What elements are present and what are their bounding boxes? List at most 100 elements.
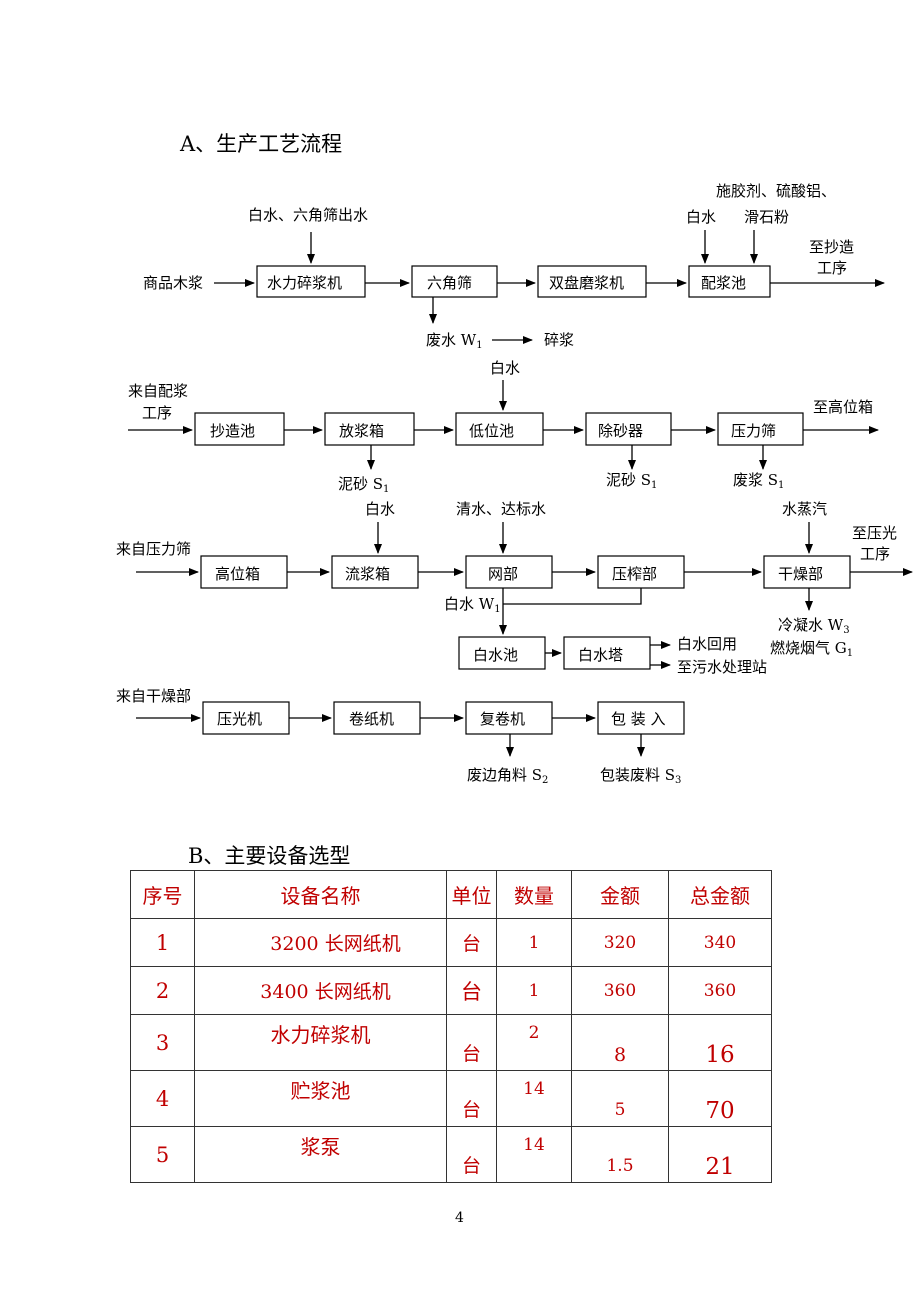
process-flow-diagram: 白水、六角筛出水 白水 施胶剂、硫酸铝、 滑石粉 商品木浆 水力碎浆机 六角筛 … — [116, 182, 913, 786]
table-row: 4 贮浆池 台 14 5 70 — [130, 1070, 772, 1127]
table-cell: 3 — [130, 1014, 195, 1071]
box-headbox-tank-label: 高位箱 — [215, 565, 260, 583]
table-cell: 台 — [446, 918, 497, 967]
table-cell: 2 — [496, 1014, 572, 1071]
header-cell: 总金额 — [668, 870, 772, 919]
table-cell: 台 — [446, 1070, 497, 1127]
header-cell: 序号 — [130, 870, 195, 919]
row1-output-a: 至抄造 — [809, 238, 854, 256]
table-cell: 21 — [668, 1126, 772, 1183]
table-cell: 14 — [496, 1070, 572, 1127]
section-a-title: A、生产工艺流程 — [180, 132, 343, 156]
box-whitewater-tower — [563, 636, 651, 670]
row3-output-a: 至压光 — [852, 524, 897, 542]
page-number: 4 — [455, 1210, 464, 1226]
box-packaging-label: 包 装 入 — [611, 710, 666, 728]
box-whitewater-pit-label: 白水池 — [473, 646, 518, 664]
row3-reuse: 白水回用 — [677, 635, 737, 653]
box-discharge-box-label: 放浆箱 — [339, 422, 384, 440]
table-cell: 360 — [668, 966, 772, 1015]
row2-source-b: 工序 — [142, 404, 172, 422]
box-desander — [585, 412, 672, 446]
box-rewinder — [465, 701, 553, 735]
table-cell: 8 — [571, 1014, 669, 1071]
box-pressure-screen-label: 压力筛 — [731, 422, 776, 440]
box-reel — [333, 701, 421, 735]
table-cell: 4 — [130, 1070, 195, 1127]
row3-output-b: 工序 — [860, 545, 890, 563]
table-cell: 360 — [571, 966, 669, 1015]
table-cell: 1 — [496, 966, 572, 1015]
table-row: 5 浆泵 台 14 1.5 21 — [130, 1126, 772, 1183]
row3-flue-gas: 燃烧烟气 G1 — [770, 639, 853, 659]
table-cell: 2 — [130, 966, 195, 1015]
table-row: 1 3200 长网纸机 台 1 320 340 — [130, 918, 772, 967]
box-pressure-screen — [717, 412, 804, 446]
row2-top-input: 白水 — [490, 359, 520, 377]
box-hex-screen-label: 六角筛 — [427, 274, 472, 292]
box-dryer-section-label: 干燥部 — [778, 565, 823, 583]
table-cell: 1 — [130, 918, 195, 967]
header-cell: 数量 — [496, 870, 572, 919]
row4-source: 来自干燥部 — [116, 687, 191, 705]
row1-top-input-2: 白水 — [686, 208, 716, 226]
table-cell: 台 — [446, 1126, 497, 1183]
row3-to-treatment: 至污水处理站 — [677, 658, 767, 676]
table-cell: 1 — [496, 918, 572, 967]
table-cell: 320 — [571, 918, 669, 967]
table-cell: 16 — [668, 1014, 772, 1071]
row2-waste-3: 废浆 S1 — [733, 471, 784, 491]
row3-top-input-3: 水蒸汽 — [782, 500, 827, 518]
box-blending-chest — [688, 265, 771, 298]
box-double-disc-refiner — [537, 265, 647, 298]
row3-whitewater: 白水 W1 — [444, 595, 501, 615]
box-machine-chest — [194, 412, 285, 446]
section-b-title: B、主要设备选型 — [188, 844, 351, 868]
box-packaging — [597, 701, 685, 735]
table-cell: 340 — [668, 918, 772, 967]
row1-source: 商品木浆 — [143, 274, 203, 292]
row1-waste: 废水 W1 — [426, 331, 483, 351]
row3-top-input-2: 清水、达标水 — [456, 500, 546, 518]
row2-waste-1: 泥砂 S1 — [338, 475, 389, 495]
table-row: 2 3400 长网纸机 台 1 360 360 — [130, 966, 772, 1015]
table-cell: 浆泵 — [194, 1126, 447, 1183]
row1-top-input-1: 白水、六角筛出水 — [248, 206, 368, 224]
box-hydrapulper — [256, 265, 366, 298]
row3-condensate: 冷凝水 W3 — [778, 616, 850, 636]
table-cell: 台 — [446, 966, 497, 1015]
box-calender-label: 压光机 — [217, 710, 262, 728]
row1-top-input-3b: 滑石粉 — [744, 208, 789, 226]
header-cell: 设备名称 — [194, 870, 447, 919]
row4-waste-1: 废边角料 S2 — [467, 766, 548, 786]
table-cell: 贮浆池 — [194, 1070, 447, 1127]
box-reel-label: 卷纸机 — [349, 710, 394, 728]
header-cell: 单位 — [446, 870, 497, 919]
table-cell: 5 — [571, 1070, 669, 1127]
row2-waste-2: 泥砂 S1 — [606, 471, 657, 491]
box-press-section — [597, 555, 685, 589]
box-low-tank — [455, 412, 544, 446]
table-cell: 14 — [496, 1126, 572, 1183]
table-cell: 3200 长网纸机 — [194, 918, 447, 967]
table-cell: 3400 长网纸机 — [194, 966, 447, 1015]
box-dryer-section — [763, 555, 851, 589]
row1-top-input-3a: 施胶剂、硫酸铝、 — [716, 182, 836, 200]
table-header-row: 序号 设备名称 单位 数量 金额 总金额 — [130, 870, 772, 919]
table-cell: 1.5 — [571, 1126, 669, 1183]
box-wire-section — [465, 555, 553, 589]
box-rewinder-label: 复卷机 — [480, 710, 525, 728]
row1-waste-dest: 碎浆 — [544, 331, 574, 349]
box-whitewater-tower-label: 白水塔 — [578, 646, 623, 664]
table-cell: 水力碎浆机 — [194, 1014, 447, 1071]
box-double-disc-refiner-label: 双盘磨浆机 — [549, 274, 624, 292]
row2-output: 至高位箱 — [813, 398, 873, 416]
box-flow-box-label: 流浆箱 — [345, 565, 390, 583]
box-headbox-tank — [200, 555, 288, 589]
row2-source-a: 来自配浆 — [128, 382, 188, 400]
equipment-table: 序号 设备名称 单位 数量 金额 总金额 1 3200 长网纸机 台 1 320… — [130, 870, 772, 1183]
table-row: 3 水力碎浆机 台 2 8 16 — [130, 1014, 772, 1071]
box-press-section-label: 压榨部 — [612, 565, 657, 583]
box-machine-chest-label: 抄造池 — [210, 422, 255, 440]
box-hex-screen — [411, 265, 498, 298]
